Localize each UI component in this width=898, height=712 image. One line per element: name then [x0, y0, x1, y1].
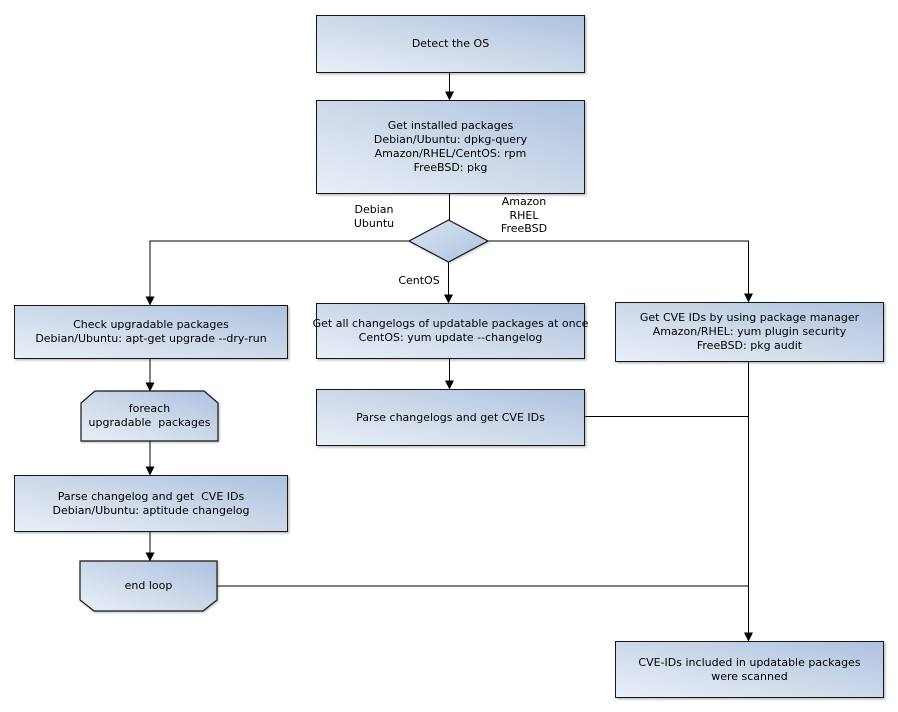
edge-label-amazon-rhel-freebsd: Amazon RHEL FreeBSD — [500, 195, 548, 235]
node-detect-os-label: Detect the OS — [411, 37, 490, 50]
node-parse-changelog: Parse changelog and get CVE IDs Debian/U… — [14, 475, 288, 532]
node-detect-os: Detect the OS — [316, 15, 585, 73]
edge-decision-debian — [149, 240, 409, 298]
node-result: CVE-IDs included in updatable packages w… — [615, 641, 884, 698]
end-loop-shape — [79, 560, 218, 612]
node-get-all-changelogs-label: Get all changelogs of updatable packages… — [312, 317, 589, 344]
node-end-loop-label: end loop — [124, 579, 173, 592]
flow-edges — [145, 71, 753, 642]
arrowhead — [445, 91, 454, 101]
node-get-all-changelogs: Get all changelogs of updatable packages… — [313, 303, 588, 359]
node-parse-changelog-label: Parse changelog and get CVE IDs Debian/U… — [52, 489, 250, 517]
arrowhead — [744, 293, 753, 303]
os-decision-diamond — [407, 219, 490, 263]
node-get-cve-ids-pkg-manager-label: Get CVE IDs by using package manager Ama… — [639, 311, 860, 352]
arrowhead — [145, 552, 155, 562]
arrowhead — [445, 380, 454, 390]
node-parse-changelogs: Parse changelogs and get CVE IDs — [316, 389, 585, 446]
node-foreach-loop: foreach upgradable packages — [81, 391, 218, 441]
node-foreach-loop-label: foreach upgradable packages — [88, 402, 211, 429]
edge-label-debian-ubuntu: Debian Ubuntu — [353, 203, 395, 230]
arrowhead — [744, 632, 753, 642]
arrowhead — [145, 466, 155, 476]
node-get-cve-ids-pkg-manager: Get CVE IDs by using package manager Ama… — [615, 302, 884, 362]
node-end-loop: end loop — [80, 561, 217, 611]
node-check-upgradable-label: Check upgradable packages Debian/Ubuntu:… — [35, 318, 267, 345]
edge-label-centos: CentOS — [398, 274, 440, 287]
node-get-installed-packages: Get installed packages Debian/Ubuntu: dp… — [316, 100, 585, 194]
arrowhead — [145, 296, 155, 306]
node-parse-changelogs-label: Parse changelogs and get CVE IDs — [356, 410, 545, 424]
node-result-label: CVE-IDs included in updatable packages w… — [638, 655, 861, 683]
foreach-loop-shape — [80, 390, 219, 442]
arrowhead — [145, 382, 155, 392]
arrowhead — [444, 294, 453, 304]
node-check-upgradable: Check upgradable packages Debian/Ubuntu:… — [14, 305, 288, 359]
node-get-installed-packages-label: Get installed packages Debian/Ubuntu: dp… — [373, 119, 528, 174]
edge-decision-amazon — [488, 240, 749, 295]
